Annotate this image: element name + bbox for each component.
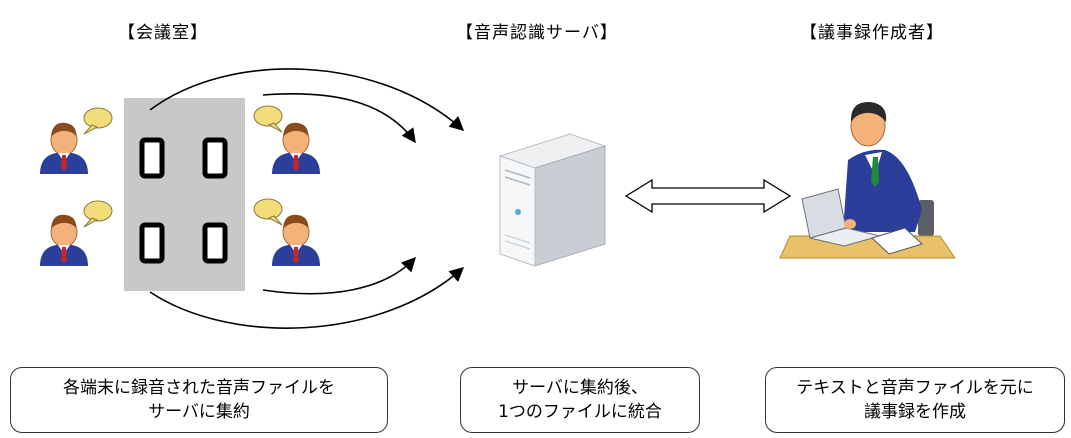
upload-arrow xyxy=(262,93,416,144)
heading-minutes-creator: 【議事録作成者】 xyxy=(800,23,944,43)
server-tower-icon xyxy=(498,133,607,267)
person-speaking-icon xyxy=(39,214,89,267)
caption-minutes-creator: テキストと音声ファイルを元に 議事録を作成 xyxy=(765,367,1065,433)
smartphone-icon xyxy=(142,140,162,176)
caption-server: サーバに集約後、 1つのファイルに統合 xyxy=(460,367,700,433)
speech-bubble-icon xyxy=(83,107,113,135)
caption-line: 各端末に録音された音声ファイルを xyxy=(63,378,335,398)
upload-arrow xyxy=(149,68,465,131)
caption-line: 1つのファイルに統合 xyxy=(498,402,662,422)
caption-line: テキストと音声ファイルを元に xyxy=(796,378,1034,398)
speech-bubble-icon xyxy=(83,200,113,228)
upload-arrow xyxy=(262,256,416,295)
caption-meeting-room: 各端末に録音された音声ファイルを サーバに集約 xyxy=(10,367,388,433)
heading-server: 【音声認識サーバ】 xyxy=(456,23,618,43)
person-at-laptop-icon xyxy=(779,101,956,259)
smartphone-icon xyxy=(205,225,225,261)
caption-line: サーバに集約 xyxy=(148,402,250,422)
caption-line: サーバに集約後、 xyxy=(512,378,648,398)
double-arrow-icon xyxy=(624,178,792,214)
smartphone-icon xyxy=(142,225,162,261)
heading-meeting-room: 【会議室】 xyxy=(118,23,208,43)
speech-bubble-icon xyxy=(253,198,283,226)
upload-arrow xyxy=(149,267,465,329)
speech-bubble-icon xyxy=(253,105,283,133)
person-speaking-icon xyxy=(39,122,89,175)
caption-line: 議事録を作成 xyxy=(864,402,966,422)
smartphone-icon xyxy=(205,140,225,176)
